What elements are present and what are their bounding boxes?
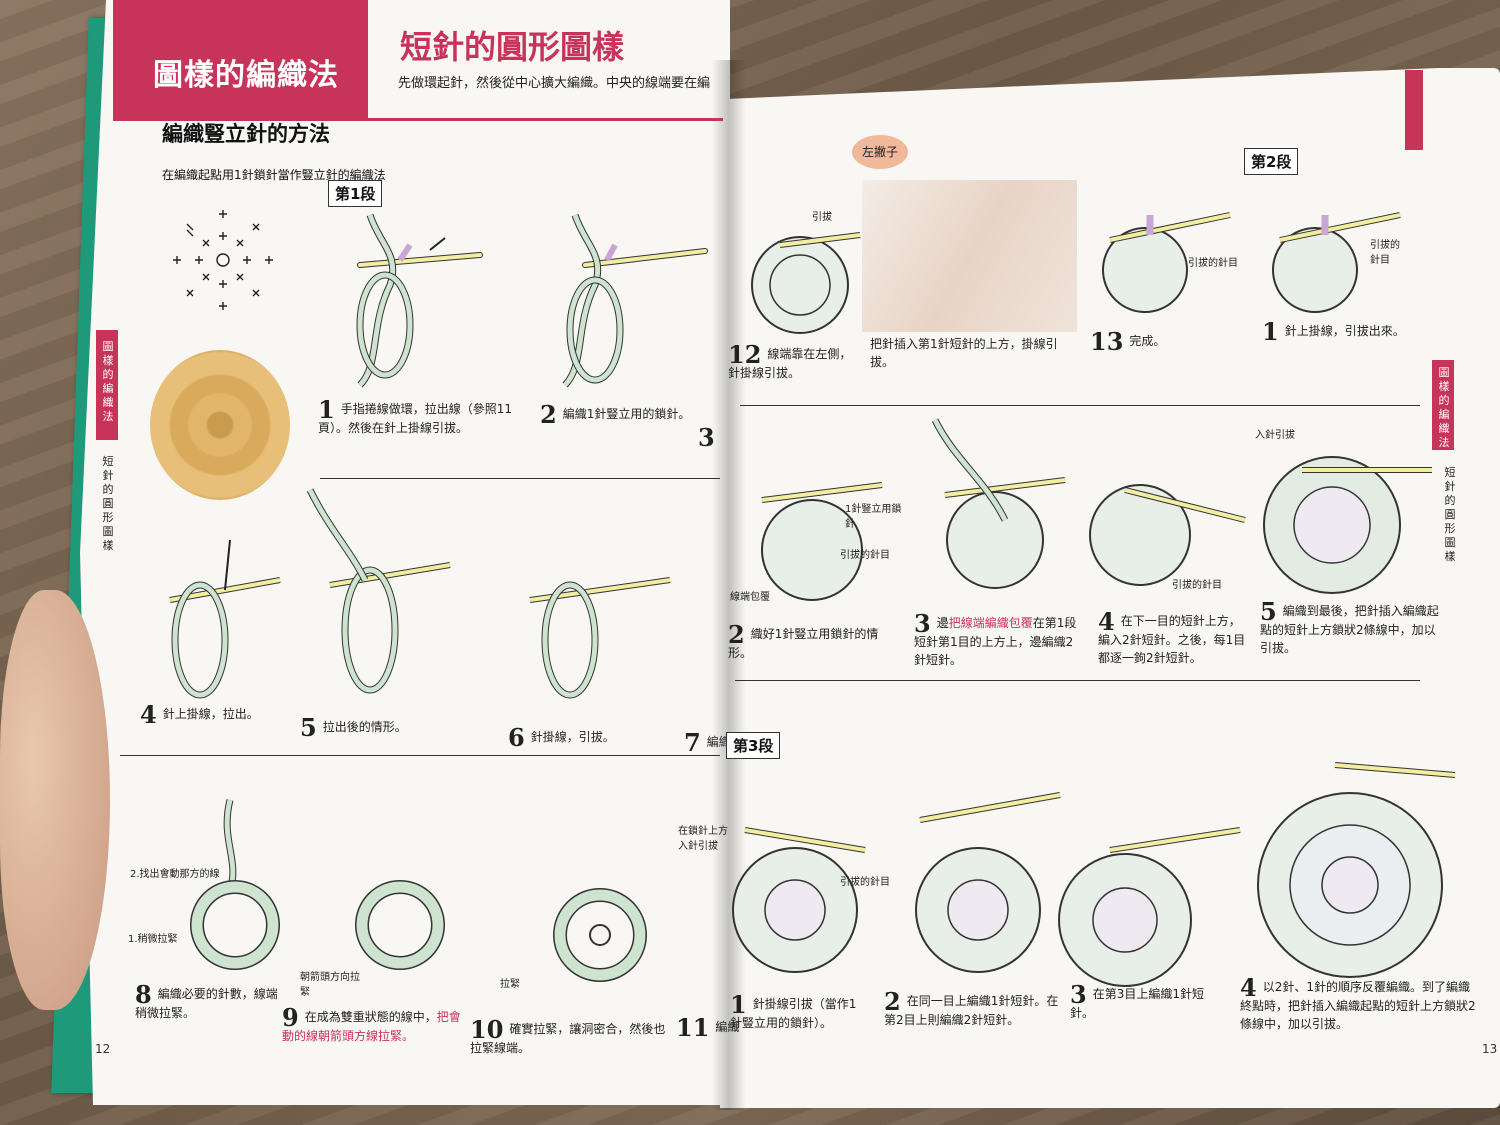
label-pull-tight: 1.稍微拉緊 <box>128 934 178 945</box>
label-pulled-3: 引拔的針目 <box>1172 580 1222 591</box>
round-illustration-r2-2 <box>761 482 883 601</box>
label-pull: 拉緊 <box>500 979 520 990</box>
round-illustration-r3-1 <box>732 827 866 973</box>
header-rule <box>113 118 723 121</box>
left-side-tab <box>96 330 118 440</box>
label-pulled: 引拔的針目 <box>840 550 890 561</box>
round-illustration-r3-2 <box>915 792 1061 973</box>
hands-photo <box>862 180 1077 332</box>
left-page <box>80 0 730 1105</box>
step-illustration-2 <box>562 213 708 388</box>
step-illustration-6 <box>529 577 671 699</box>
ring-illustration-8 <box>190 799 280 970</box>
left-side-tab-gray: 短針的圓形圖樣 <box>102 455 114 552</box>
label-pulled-stitch: 引拔的針目 <box>1188 258 1238 269</box>
right-side-tab-pink: 圖樣的編織法 <box>1438 366 1450 449</box>
row-tag-2: 第2段 <box>1244 148 1299 175</box>
right-side-tab-gray: 短針的圓形圖樣 <box>1444 466 1456 563</box>
label-insert: 入針引拔 <box>1255 430 1295 441</box>
round-illustration-r1b <box>1102 212 1231 313</box>
section-subheading: 在編織起點用1針鎖針當作豎立針的編織法 <box>162 168 386 182</box>
divider-2 <box>120 755 720 756</box>
row-tag-1: 第1段 <box>328 180 383 207</box>
round-illustration-r3-4 <box>1257 762 1456 978</box>
header-banner: 圖樣的編織法 <box>113 0 368 120</box>
left-handed-bubble: 左撇子 <box>852 135 908 169</box>
label-arrow-direction: 朝箭頭方向拉緊 <box>300 972 360 998</box>
divider-1 <box>320 478 720 479</box>
label-find-thread: 2.找出會動那方的線 <box>130 869 220 880</box>
step-illustration-5 <box>306 488 451 694</box>
round-illustration-r2-3 <box>931 418 1066 589</box>
section-heading: 編織豎立針的方法 <box>162 122 330 146</box>
label-pulled-stitch-2: 引拔的針目 <box>1370 240 1400 266</box>
row-tag-3: 第3段 <box>726 732 781 759</box>
round-illustration-r3-3 <box>1058 827 1241 987</box>
page-number-left: 12 <box>95 1042 111 1056</box>
ring-illustration-10 <box>553 888 647 982</box>
round-illustration-r1a <box>751 232 861 334</box>
label-pull-out: 引拔 <box>812 212 832 223</box>
page-number-right: 13 <box>1482 1042 1498 1056</box>
step-illustration-1 <box>356 213 483 388</box>
right-side-tab <box>1432 360 1454 450</box>
round-illustration-r1c <box>1272 212 1401 313</box>
right-step-photo-caption: 把針插入第1針短針的上方，掛線引拔。 <box>870 337 1058 369</box>
page-description: 先做環起針，然後從中心擴大編織。中央的線端要在編 <box>398 76 711 91</box>
right-top-tab <box>1405 70 1423 150</box>
banner-title: 圖樣的編織法 <box>153 58 339 93</box>
right-divider-2 <box>735 680 1420 681</box>
crochet-sample-photo <box>150 350 290 500</box>
round-illustration-r2-4 <box>1089 484 1246 586</box>
left-side-tab-pink: 圖樣的編織法 <box>102 340 114 423</box>
ring-illustration-9 <box>355 880 445 970</box>
step-caption-3: 3 <box>698 422 715 452</box>
hand <box>0 590 110 1010</box>
stitch-chart-diagram <box>173 210 273 310</box>
right-divider-1 <box>740 405 1420 406</box>
page-title: 短針的圓形圖樣 <box>400 28 625 66</box>
step-illustration-4 <box>169 539 281 699</box>
label-insert-stitch: 在鎖針上方入針引拔 <box>678 826 728 852</box>
label-pulled-r3: 引拔的針目 <box>840 877 890 888</box>
round-illustration-r2-5 <box>1263 456 1432 594</box>
label-chain-stand: 1針豎立用鎖針 <box>845 504 902 530</box>
label-wrap: 線端包覆 <box>730 592 770 603</box>
